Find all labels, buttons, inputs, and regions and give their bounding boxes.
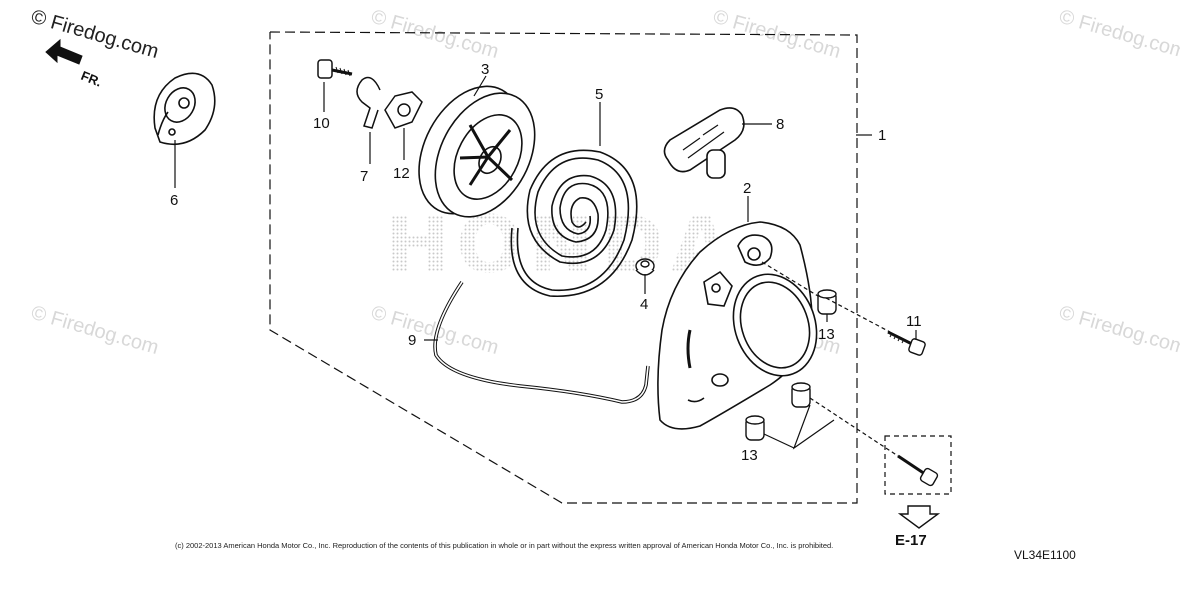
callout-4: 4 (640, 296, 648, 313)
callout-3: 3 (481, 61, 489, 78)
front-direction-arrow: FR. (45, 38, 104, 90)
starter-pulley (153, 72, 216, 146)
copyright-notice: (c) 2002-2013 American Honda Motor Co., … (175, 541, 834, 550)
watermark: © Firedog.com (29, 302, 161, 359)
flange-bolt-10 (317, 59, 353, 79)
honda-background-lettering: HONDA (385, 201, 737, 291)
flange-bolt-11 (887, 330, 926, 356)
front-label: FR. (79, 68, 104, 90)
watermark: © Firedog.com (369, 6, 501, 63)
svg-text:HONDA: HONDA (385, 201, 737, 291)
watermark: © Firedog.com (1057, 302, 1180, 359)
recoil-reel-3 (418, 85, 536, 218)
callout-13: 13 (818, 326, 835, 343)
callout-8: 8 (776, 116, 784, 133)
callout-2: 2 (743, 180, 751, 197)
callout-1: 1 (878, 127, 886, 144)
leader-lines (174, 75, 917, 457)
collar-13 (745, 415, 765, 441)
spring-clip-7 (356, 76, 381, 129)
watermark: © Firedog.com (711, 6, 843, 63)
callout-9: 9 (408, 332, 416, 349)
spiral-spring-5 (510, 149, 638, 297)
callout-11: 11 (906, 313, 922, 330)
guide-4 (635, 258, 655, 276)
starter-grip-8 (663, 107, 745, 179)
callout-12: 12 (393, 165, 410, 182)
figure-code: VL34E1100 (1014, 548, 1076, 562)
reference-bolt-box (884, 435, 952, 529)
ratchet-12 (384, 91, 423, 129)
callout-13: 13 (741, 447, 758, 464)
callout-10: 10 (313, 115, 330, 132)
collar-13 (791, 382, 811, 408)
assembly-frame (269, 31, 858, 504)
watermark-group: © Firedog.com © Firedog.com © Firedog.co… (29, 6, 1180, 359)
callout-6: 6 (170, 192, 178, 209)
callout-13-hidden: 13 (781, 449, 798, 466)
collar-13 (817, 289, 837, 315)
callout-5: 5 (595, 86, 603, 103)
watermark: © Firedog.com (1057, 6, 1180, 63)
starter-case-2 (657, 221, 818, 430)
callout-labels: 1 2 3 4 5 6 7 8 9 10 11 12 13 13 13 (170, 61, 922, 466)
callout-7: 7 (360, 168, 368, 185)
reference-label: E-17 (895, 532, 927, 549)
